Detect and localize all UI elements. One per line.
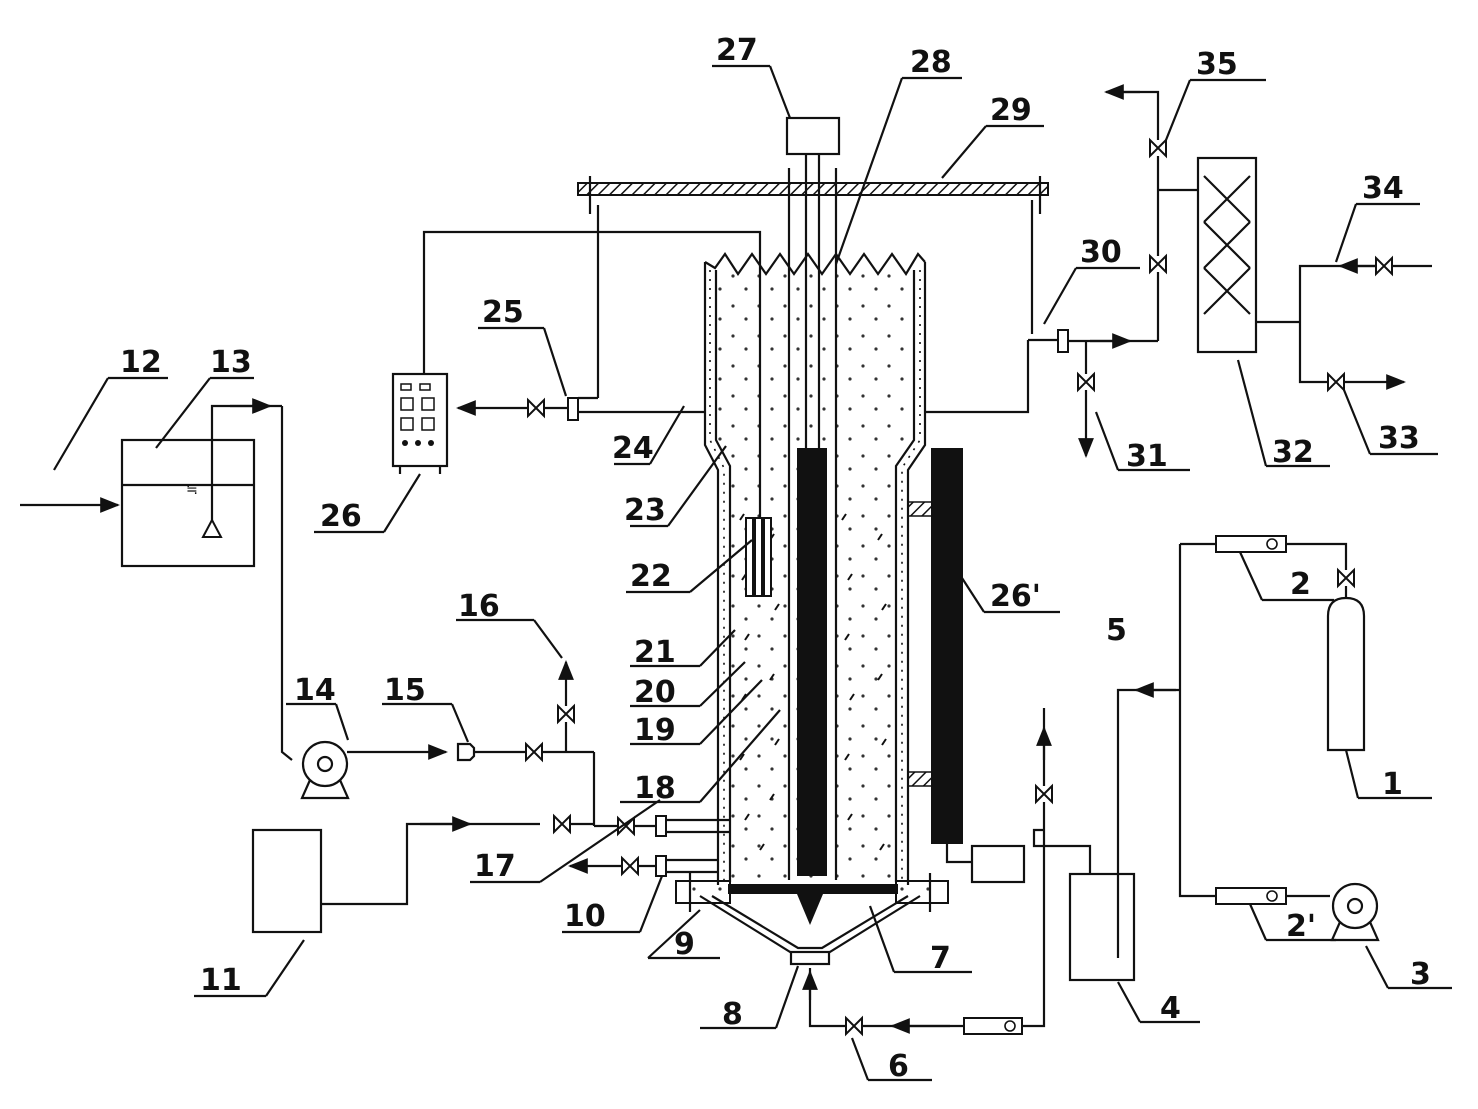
air-blower xyxy=(1330,882,1380,942)
label-20: 20 xyxy=(634,675,676,710)
motor-box xyxy=(785,116,841,156)
feed-tank: ≒ xyxy=(20,398,282,568)
humidifier-tank xyxy=(1068,682,1180,982)
svg-text:≒: ≒ xyxy=(186,482,198,498)
label-3: 3 xyxy=(1410,957,1431,992)
power-controller xyxy=(391,372,449,474)
label-34: 34 xyxy=(1362,171,1404,206)
dosing-box xyxy=(251,828,323,934)
label-26-prime: 26' xyxy=(990,579,1041,614)
label-2: 2 xyxy=(1290,567,1311,602)
label-29: 29 xyxy=(990,93,1032,128)
label-22: 22 xyxy=(630,559,672,594)
label-28: 28 xyxy=(910,45,952,80)
label-31: 31 xyxy=(1126,439,1168,474)
central-electrode-rod xyxy=(797,448,827,876)
label-15: 15 xyxy=(384,673,426,708)
label-7: 7 xyxy=(930,941,951,976)
label-4: 4 xyxy=(1160,991,1181,1026)
label-26: 26 xyxy=(320,499,362,534)
label-9: 9 xyxy=(674,927,695,962)
label-33: 33 xyxy=(1378,421,1420,456)
label-1: 1 xyxy=(1382,767,1403,802)
label-6: 6 xyxy=(888,1049,909,1084)
label-2-prime: 2' xyxy=(1286,909,1316,944)
label-19: 19 xyxy=(634,713,676,748)
external-electrode xyxy=(931,448,963,844)
label-17: 17 xyxy=(474,849,516,884)
label-11: 11 xyxy=(200,963,242,998)
electrode-bundle xyxy=(745,517,772,597)
reactor-vessel xyxy=(577,116,1049,966)
label-32: 32 xyxy=(1272,435,1314,470)
label-13: 13 xyxy=(210,345,252,380)
label-10: 10 xyxy=(564,899,606,934)
label-27: 27 xyxy=(716,33,758,68)
label-12: 12 xyxy=(120,345,162,380)
label-14: 14 xyxy=(294,673,336,708)
gas-scrubber xyxy=(1196,156,1258,354)
reactor-lid xyxy=(577,182,1049,196)
label-35: 35 xyxy=(1196,47,1238,82)
gas-cylinder xyxy=(1326,596,1366,752)
label-21: 21 xyxy=(634,635,676,670)
part-labels: 1 2 2' 3 4 5 6 7 8 9 10 11 12 13 14 15 1… xyxy=(120,33,1431,1084)
label-23: 23 xyxy=(624,493,666,528)
label-5: 5 xyxy=(1106,613,1127,648)
label-18: 18 xyxy=(634,771,676,806)
label-16: 16 xyxy=(458,589,500,624)
pump-14 xyxy=(300,740,372,800)
label-25: 25 xyxy=(482,295,524,330)
label-30: 30 xyxy=(1080,235,1122,270)
label-8: 8 xyxy=(722,997,743,1032)
label-24: 24 xyxy=(612,431,654,466)
